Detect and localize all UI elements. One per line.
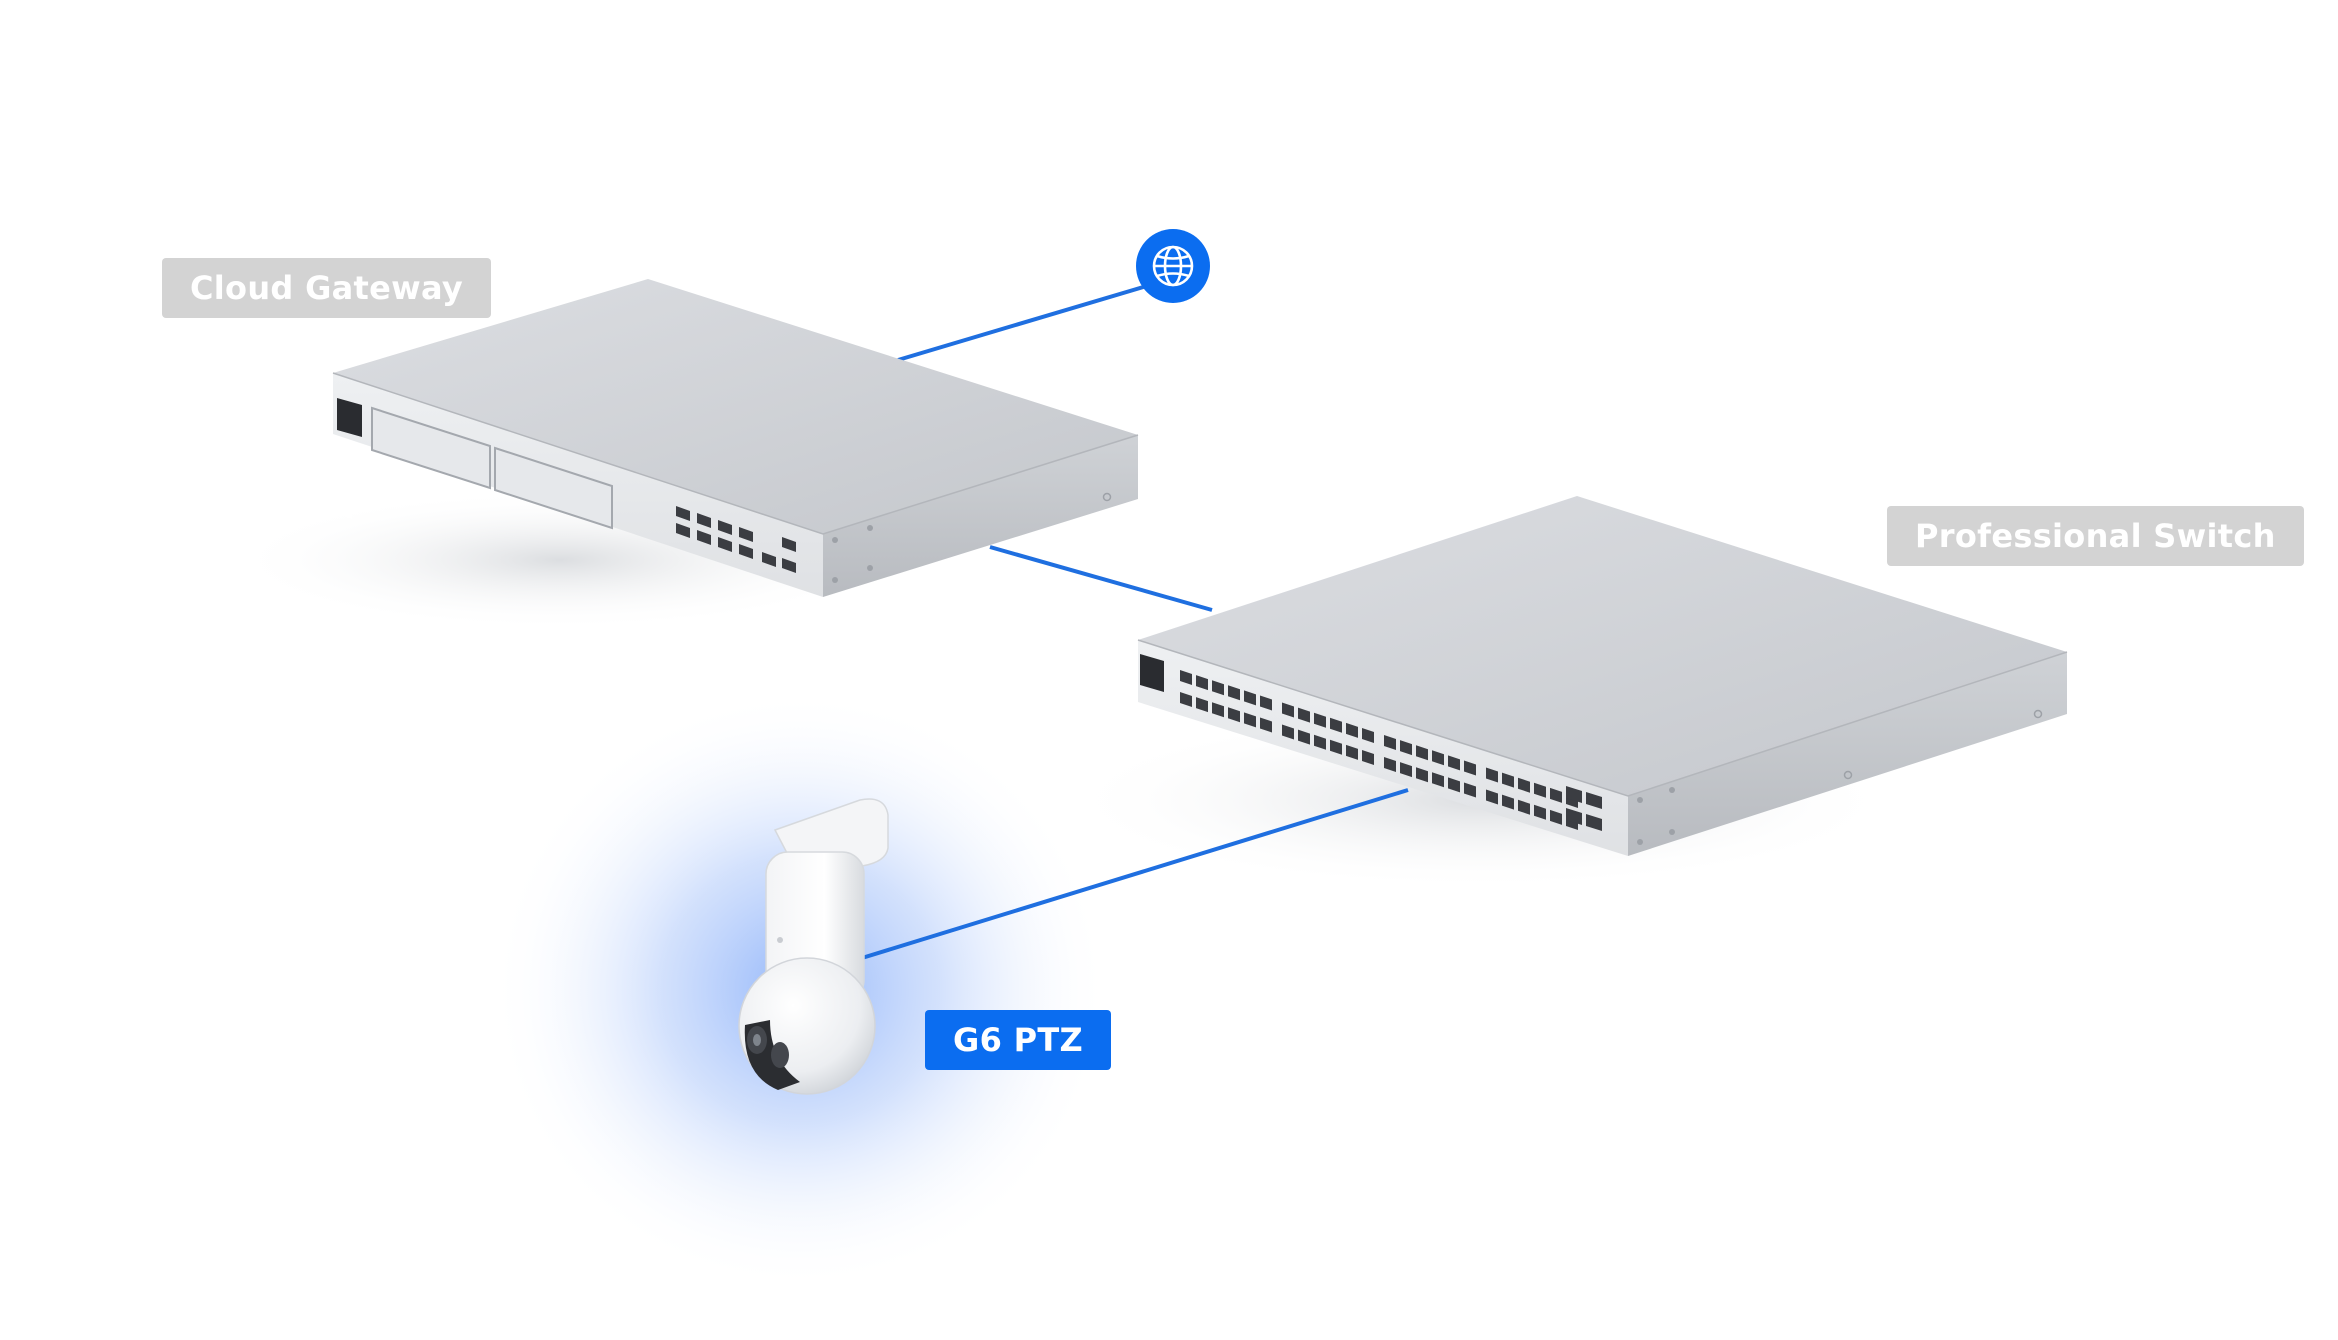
professional-switch-label: Professional Switch [1887,506,2304,566]
switch-port [1244,690,1256,706]
switch-port [1260,717,1272,733]
drive-bay-1 [371,406,491,490]
switch-port [1518,799,1530,815]
switch-port [1486,789,1498,805]
switch-port [1298,729,1310,745]
switch-port [1518,777,1530,793]
switch-port [1180,692,1192,707]
switch-port [1400,740,1412,756]
switch-port [1432,772,1444,788]
g6-ptz-camera[interactable] [738,798,889,1095]
switch-port [1212,680,1224,696]
link-internet-gateway [897,283,1151,362]
switch-port [1282,702,1294,718]
switch-port [1384,757,1396,772]
link-switch-camera [861,788,1409,960]
switch-port [1282,724,1294,740]
switch-port [1550,809,1562,825]
switch-ports [1180,670,1578,830]
switch-port [1330,717,1342,733]
switch-port [1400,762,1412,778]
internet-node[interactable] [1136,229,1210,303]
switch-port [1534,804,1546,820]
switch-port [1330,739,1342,755]
switch-port [1486,767,1498,783]
switch-port [1550,787,1562,803]
switch-port [1502,794,1514,810]
switch-port [1448,777,1460,793]
cloud-gateway-label: Cloud Gateway [162,258,492,318]
switch-port [1502,772,1514,788]
switch-port [1464,760,1476,776]
switch-port [1416,745,1428,761]
switch-port [1180,670,1192,685]
switch-port [1228,685,1240,701]
switch-port [1346,744,1358,760]
switch-port [1384,735,1396,750]
switch-port [1196,675,1208,691]
switch-port [1196,697,1208,713]
switch-sfp-ports [1566,786,1602,831]
switch-port [1228,707,1240,723]
switch-port [1362,728,1374,743]
switch-port [1314,734,1326,750]
switch-port [1464,782,1476,798]
switch-port [1416,767,1428,783]
drive-bay-2 [494,446,613,530]
switch-port [1298,707,1310,723]
globe-icon [1152,245,1194,287]
switch-port [1260,695,1272,711]
switch-port [1314,712,1326,728]
switch-port [1244,712,1256,728]
link-gateway-switch [989,545,1213,612]
cloud-gateway-device[interactable] [332,279,1139,597]
switch-port [1346,722,1358,738]
gateway-ports [676,506,796,573]
switch-port [1212,702,1224,718]
professional-switch-device[interactable] [1137,496,2068,856]
g6-ptz-label: G6 PTZ [925,1010,1111,1070]
switch-port [1432,750,1444,766]
switch-port [1534,782,1546,798]
switch-port [1448,755,1460,771]
switch-port [1362,750,1374,765]
